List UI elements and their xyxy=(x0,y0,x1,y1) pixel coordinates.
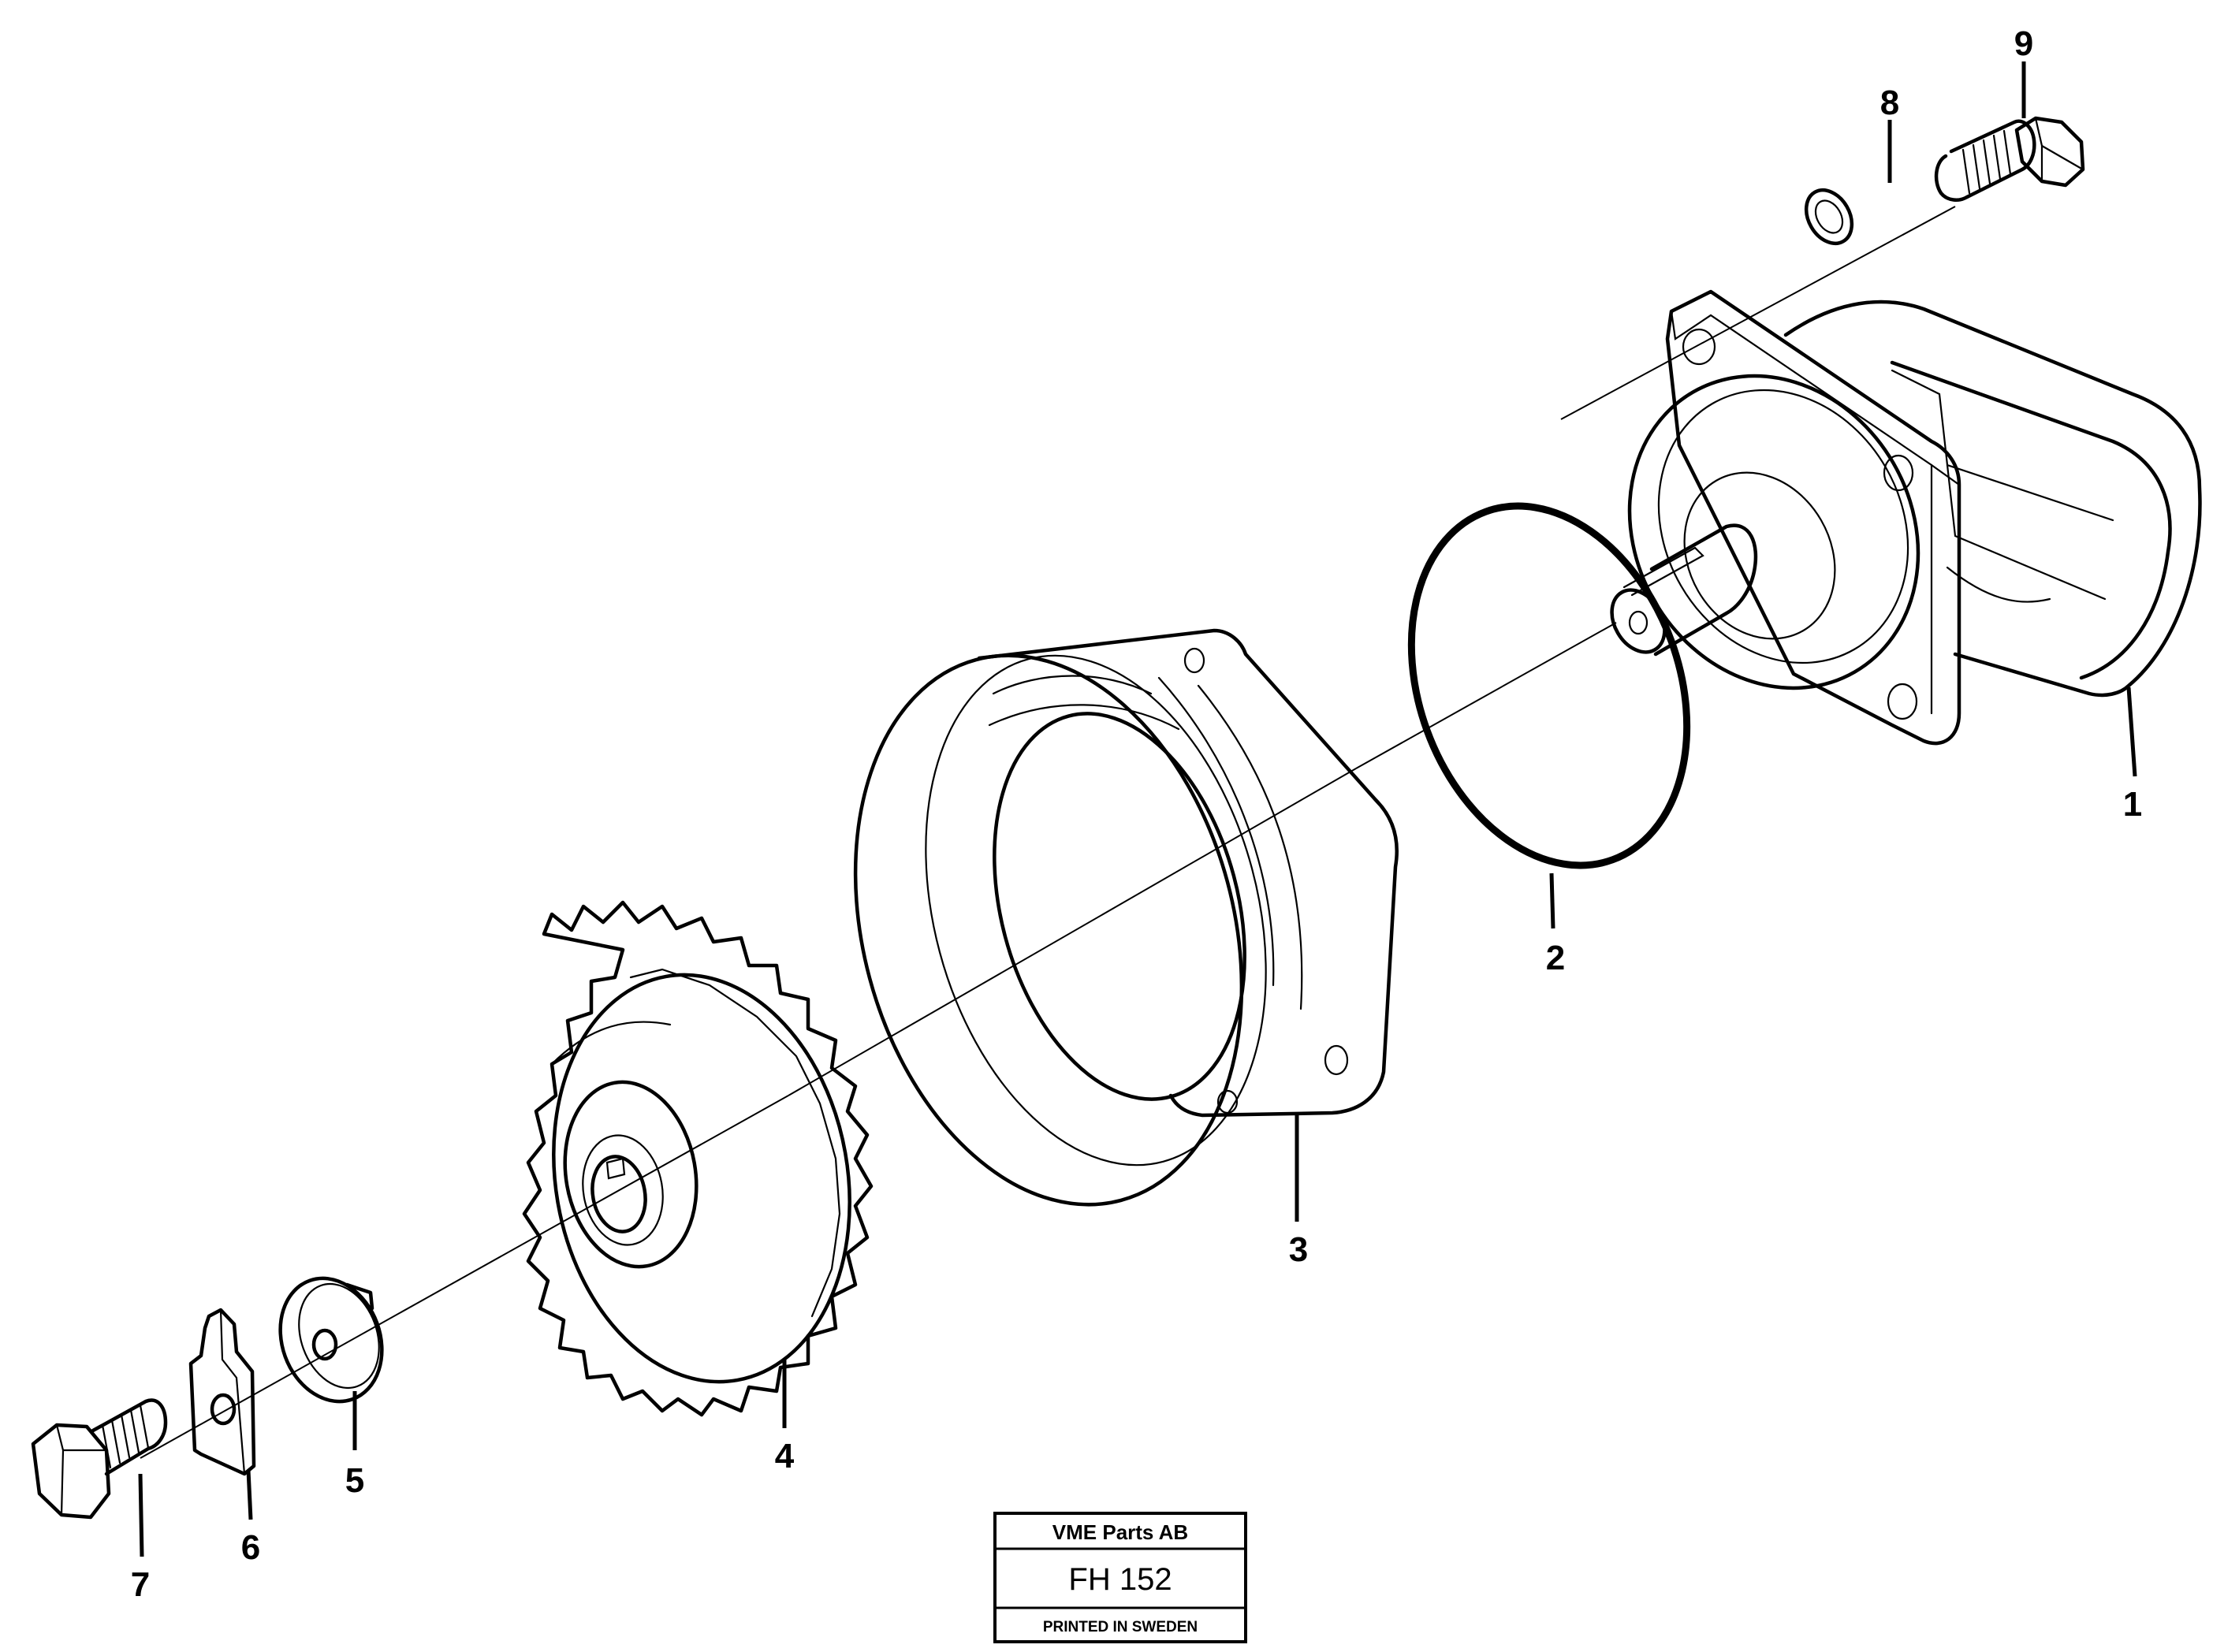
stamp-printed: PRINTED IN SWEDEN xyxy=(1043,1619,1198,1635)
explosion-axis-lines xyxy=(140,206,1956,1459)
title-stamp: VME Parts AB FH 152 PRINTED IN SWEDEN xyxy=(993,1512,1247,1643)
callout-6: 6 xyxy=(241,1528,260,1567)
callout-2: 2 xyxy=(1546,939,1565,977)
part-8-washer xyxy=(1804,188,1854,246)
callout-9: 9 xyxy=(2014,24,2033,63)
callout-4: 4 xyxy=(775,1437,795,1475)
part-3-flange-cover xyxy=(853,628,1399,1207)
part-1-pump-housing xyxy=(1610,289,2202,746)
callout-1: 1 xyxy=(2123,785,2142,824)
part-4-toothed-pulley xyxy=(522,900,874,1417)
part-5-washer xyxy=(278,1276,384,1404)
callout-leaders xyxy=(138,61,2137,1557)
callout-numbers: 1 2 3 4 5 6 7 8 9 xyxy=(131,24,2142,1604)
part-6-lock-plate xyxy=(188,1308,256,1476)
stamp-company: VME Parts AB xyxy=(1052,1520,1188,1544)
stamp-code: FH 152 xyxy=(1068,1562,1172,1597)
callout-8: 8 xyxy=(1880,84,1899,122)
part-7-hex-bolt xyxy=(31,1398,168,1520)
part-2-o-ring xyxy=(1407,502,1691,869)
callout-3: 3 xyxy=(1289,1230,1308,1269)
callout-5: 5 xyxy=(345,1461,364,1500)
callout-7: 7 xyxy=(131,1565,150,1604)
part-9-hex-bolt xyxy=(1934,116,2085,202)
